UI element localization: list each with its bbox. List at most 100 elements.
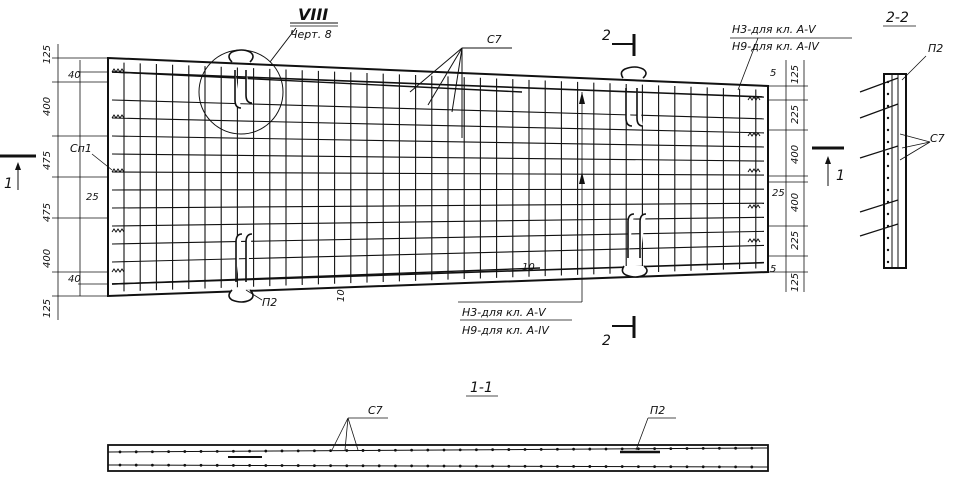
bar-dot xyxy=(572,465,575,468)
section-1-label-right: 1 xyxy=(836,168,845,184)
dim-left-125-top: 125 xyxy=(42,45,53,64)
bar-dot xyxy=(886,152,890,156)
bar-dot xyxy=(669,465,673,469)
bar-dot xyxy=(329,449,332,453)
section-2-top-marker xyxy=(612,34,636,56)
bar-dot xyxy=(669,447,673,450)
horizontal-bar xyxy=(111,71,765,98)
horizontal-bar xyxy=(111,153,765,162)
dim-left-40-top: 40 xyxy=(68,70,81,81)
bar-dot xyxy=(118,450,122,454)
bar-dot xyxy=(410,448,413,452)
bar-dot xyxy=(118,463,122,467)
bar-dot xyxy=(167,463,171,467)
dim-left-25: 25 xyxy=(86,192,99,203)
bar-dot xyxy=(280,449,284,453)
dim-left-475-top: 475 xyxy=(42,151,53,170)
mesh-plan xyxy=(107,22,769,303)
bar-dot xyxy=(750,446,754,450)
bar-dot xyxy=(620,465,624,468)
bar-dot xyxy=(491,448,494,452)
bar-dot xyxy=(394,448,397,452)
bar-dot xyxy=(886,128,890,132)
bar-dot xyxy=(886,224,890,228)
p2-label-section22: П2 xyxy=(928,42,943,55)
diagonal-bar xyxy=(111,71,523,93)
horizontal-bar xyxy=(111,135,765,148)
bar-dot xyxy=(151,463,154,467)
bar-dot xyxy=(685,465,689,469)
bar-dot xyxy=(886,80,890,84)
bar-dot xyxy=(345,449,349,452)
bar-dot xyxy=(167,450,171,454)
bar-dot xyxy=(264,464,268,467)
end-anchors xyxy=(111,68,761,273)
bar-dot xyxy=(886,260,890,264)
lifting-loops xyxy=(228,49,648,303)
bar-dot xyxy=(345,464,349,468)
anchor-zigzag xyxy=(747,168,761,173)
section-2-2-title: 2-2 xyxy=(886,10,909,26)
h3-label-top: Н3-для кл. А-V xyxy=(732,23,817,36)
bar-dot xyxy=(329,464,332,468)
section-2-2-view xyxy=(859,73,907,269)
bar-dot xyxy=(886,188,890,192)
bar-dot xyxy=(886,200,890,204)
c7-label-section11: С7 xyxy=(368,404,383,417)
bar-dot xyxy=(264,449,268,453)
horizontal-bar xyxy=(111,171,765,176)
bar-dot xyxy=(134,463,138,467)
bar-dot xyxy=(734,446,737,450)
bar-dot xyxy=(296,449,300,453)
anchor-zigzag xyxy=(747,96,761,101)
h9-label-top: Н9-для кл. А-IV xyxy=(732,40,820,53)
cn1-label: Сп1 xyxy=(70,142,92,155)
horizontal-bar xyxy=(111,117,765,134)
dim-right-25: 25 xyxy=(772,188,785,199)
bar-dot xyxy=(886,116,890,120)
h9-label-bottom: Н9-для кл. А-IV xyxy=(462,324,550,337)
horizontal-bar xyxy=(111,230,765,245)
bar-dot xyxy=(199,463,203,467)
dim-left-125-bottom: 125 xyxy=(42,299,53,318)
horizontal-bar xyxy=(111,244,765,263)
vertical-bars xyxy=(123,62,757,292)
anchor-zigzag xyxy=(111,68,125,73)
bar-dot xyxy=(442,448,446,452)
h3-label-bottom: Н3-для кл. А-V xyxy=(462,306,547,319)
bar-dot xyxy=(556,464,559,468)
bar-dot xyxy=(556,447,559,451)
bar-dot xyxy=(886,236,890,240)
bar-dot xyxy=(539,464,543,468)
dim-right-400-top: 400 xyxy=(790,145,801,164)
bar-dot xyxy=(475,464,478,468)
c7-label-top: С7 xyxy=(487,33,502,46)
detail-circle xyxy=(198,49,284,135)
bar-dot xyxy=(394,464,397,468)
bar-dot xyxy=(232,463,235,467)
bar-dot xyxy=(134,450,138,454)
bar-dot xyxy=(718,465,721,469)
bar-dot xyxy=(458,464,462,468)
diagonal-bar xyxy=(111,267,541,285)
detail-reference: Черт. 8 xyxy=(290,28,332,41)
horizontal-bar xyxy=(111,188,765,191)
section-1-1-view xyxy=(107,444,769,472)
bar-dot xyxy=(588,465,592,468)
bar-dot xyxy=(475,448,478,452)
bar-dot xyxy=(718,446,721,450)
bar-dot xyxy=(886,92,890,96)
bar-dot xyxy=(442,464,446,468)
bar-dot xyxy=(215,463,219,467)
bar-dot xyxy=(637,447,640,451)
dim-right-225-top: 225 xyxy=(790,105,801,124)
bar-dot xyxy=(458,448,462,452)
bar-dot xyxy=(248,464,252,467)
bar-dot xyxy=(507,464,511,468)
horizontal-bar xyxy=(111,202,765,209)
bar-dot xyxy=(151,450,154,454)
bar-dot xyxy=(539,447,543,451)
bar-dot xyxy=(750,465,754,469)
bar-dot xyxy=(426,448,430,452)
